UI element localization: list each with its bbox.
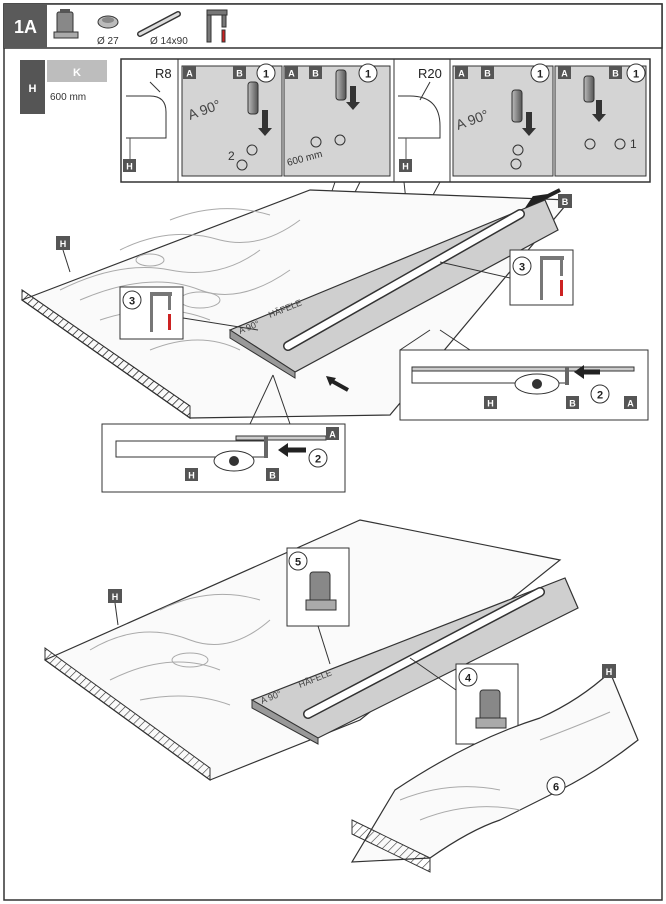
callout-h: H xyxy=(188,471,195,481)
callout-a: A xyxy=(329,430,336,440)
callout-b: B xyxy=(612,69,619,79)
clamp-callout-upper-left: 3 xyxy=(119,286,259,340)
callout-1: 1 xyxy=(365,69,371,81)
callout-2: 2 xyxy=(315,454,321,466)
legend-length: 600 mm xyxy=(50,92,86,103)
callout-1: 1 xyxy=(263,69,269,81)
callout-b: B xyxy=(312,69,319,79)
callout-b: B xyxy=(562,197,569,207)
legend-box: H K 600 mm xyxy=(20,60,107,114)
callout-b: B xyxy=(484,69,491,79)
side-view-inset-right: 2 H B A xyxy=(399,329,649,421)
callout-6: 6 xyxy=(553,782,559,794)
clamp-callout-upper-right: 3 xyxy=(439,249,574,306)
detail-pin-3: A B 1 A 90° xyxy=(452,63,554,177)
position-1: 1 xyxy=(630,137,637,151)
detail-pin-4: A B 1 1 xyxy=(554,63,647,177)
callout-h: H xyxy=(112,592,119,602)
router-tool-icon xyxy=(53,9,79,39)
callout-b: B xyxy=(569,399,576,409)
callout-3: 3 xyxy=(129,296,135,308)
dowel-size-label: Ø 14x90 xyxy=(150,36,188,47)
callout-a: A xyxy=(627,399,634,409)
header-bar: 1A Ø 27 Ø 14x90 xyxy=(3,3,663,49)
wood-grain xyxy=(89,593,271,706)
callout-1: 1 xyxy=(633,69,639,81)
step-badge xyxy=(4,4,47,48)
radius-small: R8 xyxy=(155,66,172,81)
detail-pin-1: A B 1 A 90° 2 xyxy=(181,63,283,177)
callout-a: A xyxy=(561,69,568,79)
upper-template: A 90° HÄFELE xyxy=(228,199,559,379)
detail-r8: R8 H xyxy=(123,66,172,172)
callout-h: H xyxy=(487,399,494,409)
hinge-diameter-label: Ø 27 xyxy=(97,36,119,47)
callout-a: A xyxy=(458,69,465,79)
dowel-icon xyxy=(137,11,181,37)
callout-h: H xyxy=(126,162,133,172)
callout-a: A xyxy=(288,69,295,79)
detail-pin-2: A B 1 600 mm xyxy=(283,63,391,177)
callout-3: 3 xyxy=(519,262,525,274)
detail-strip: R8 H A B 1 A 90° 2 A xyxy=(120,58,651,183)
callout-5: 5 xyxy=(295,557,301,569)
detail-r20: R20 H xyxy=(398,66,442,172)
callout-h: H xyxy=(606,667,613,677)
wood-grain xyxy=(399,711,611,821)
radius-large: R20 xyxy=(418,66,442,81)
callout-b: B xyxy=(269,471,276,481)
callout-2: 2 xyxy=(597,390,603,402)
callout-h: H xyxy=(402,162,409,172)
callout-b: B xyxy=(236,69,243,79)
callout-4: 4 xyxy=(465,673,472,685)
push-arrow-b: B xyxy=(524,188,572,209)
finished-board: H 6 xyxy=(350,664,639,873)
side-view-inset-left: 2 A H B xyxy=(101,374,346,493)
position-2: 2 xyxy=(228,149,235,163)
callout-h: H xyxy=(60,239,67,249)
hinge-cup-icon xyxy=(97,15,119,29)
router-callout-5: 5 xyxy=(286,547,350,665)
clamp-icon xyxy=(206,9,228,43)
step-number: 1A xyxy=(14,17,37,37)
callout-a: A xyxy=(186,69,193,79)
callout-1: 1 xyxy=(537,69,543,81)
lower-template: A 90° HÄFELE xyxy=(250,577,579,745)
legend-h: H xyxy=(29,83,37,95)
legend-k: K xyxy=(73,67,81,79)
